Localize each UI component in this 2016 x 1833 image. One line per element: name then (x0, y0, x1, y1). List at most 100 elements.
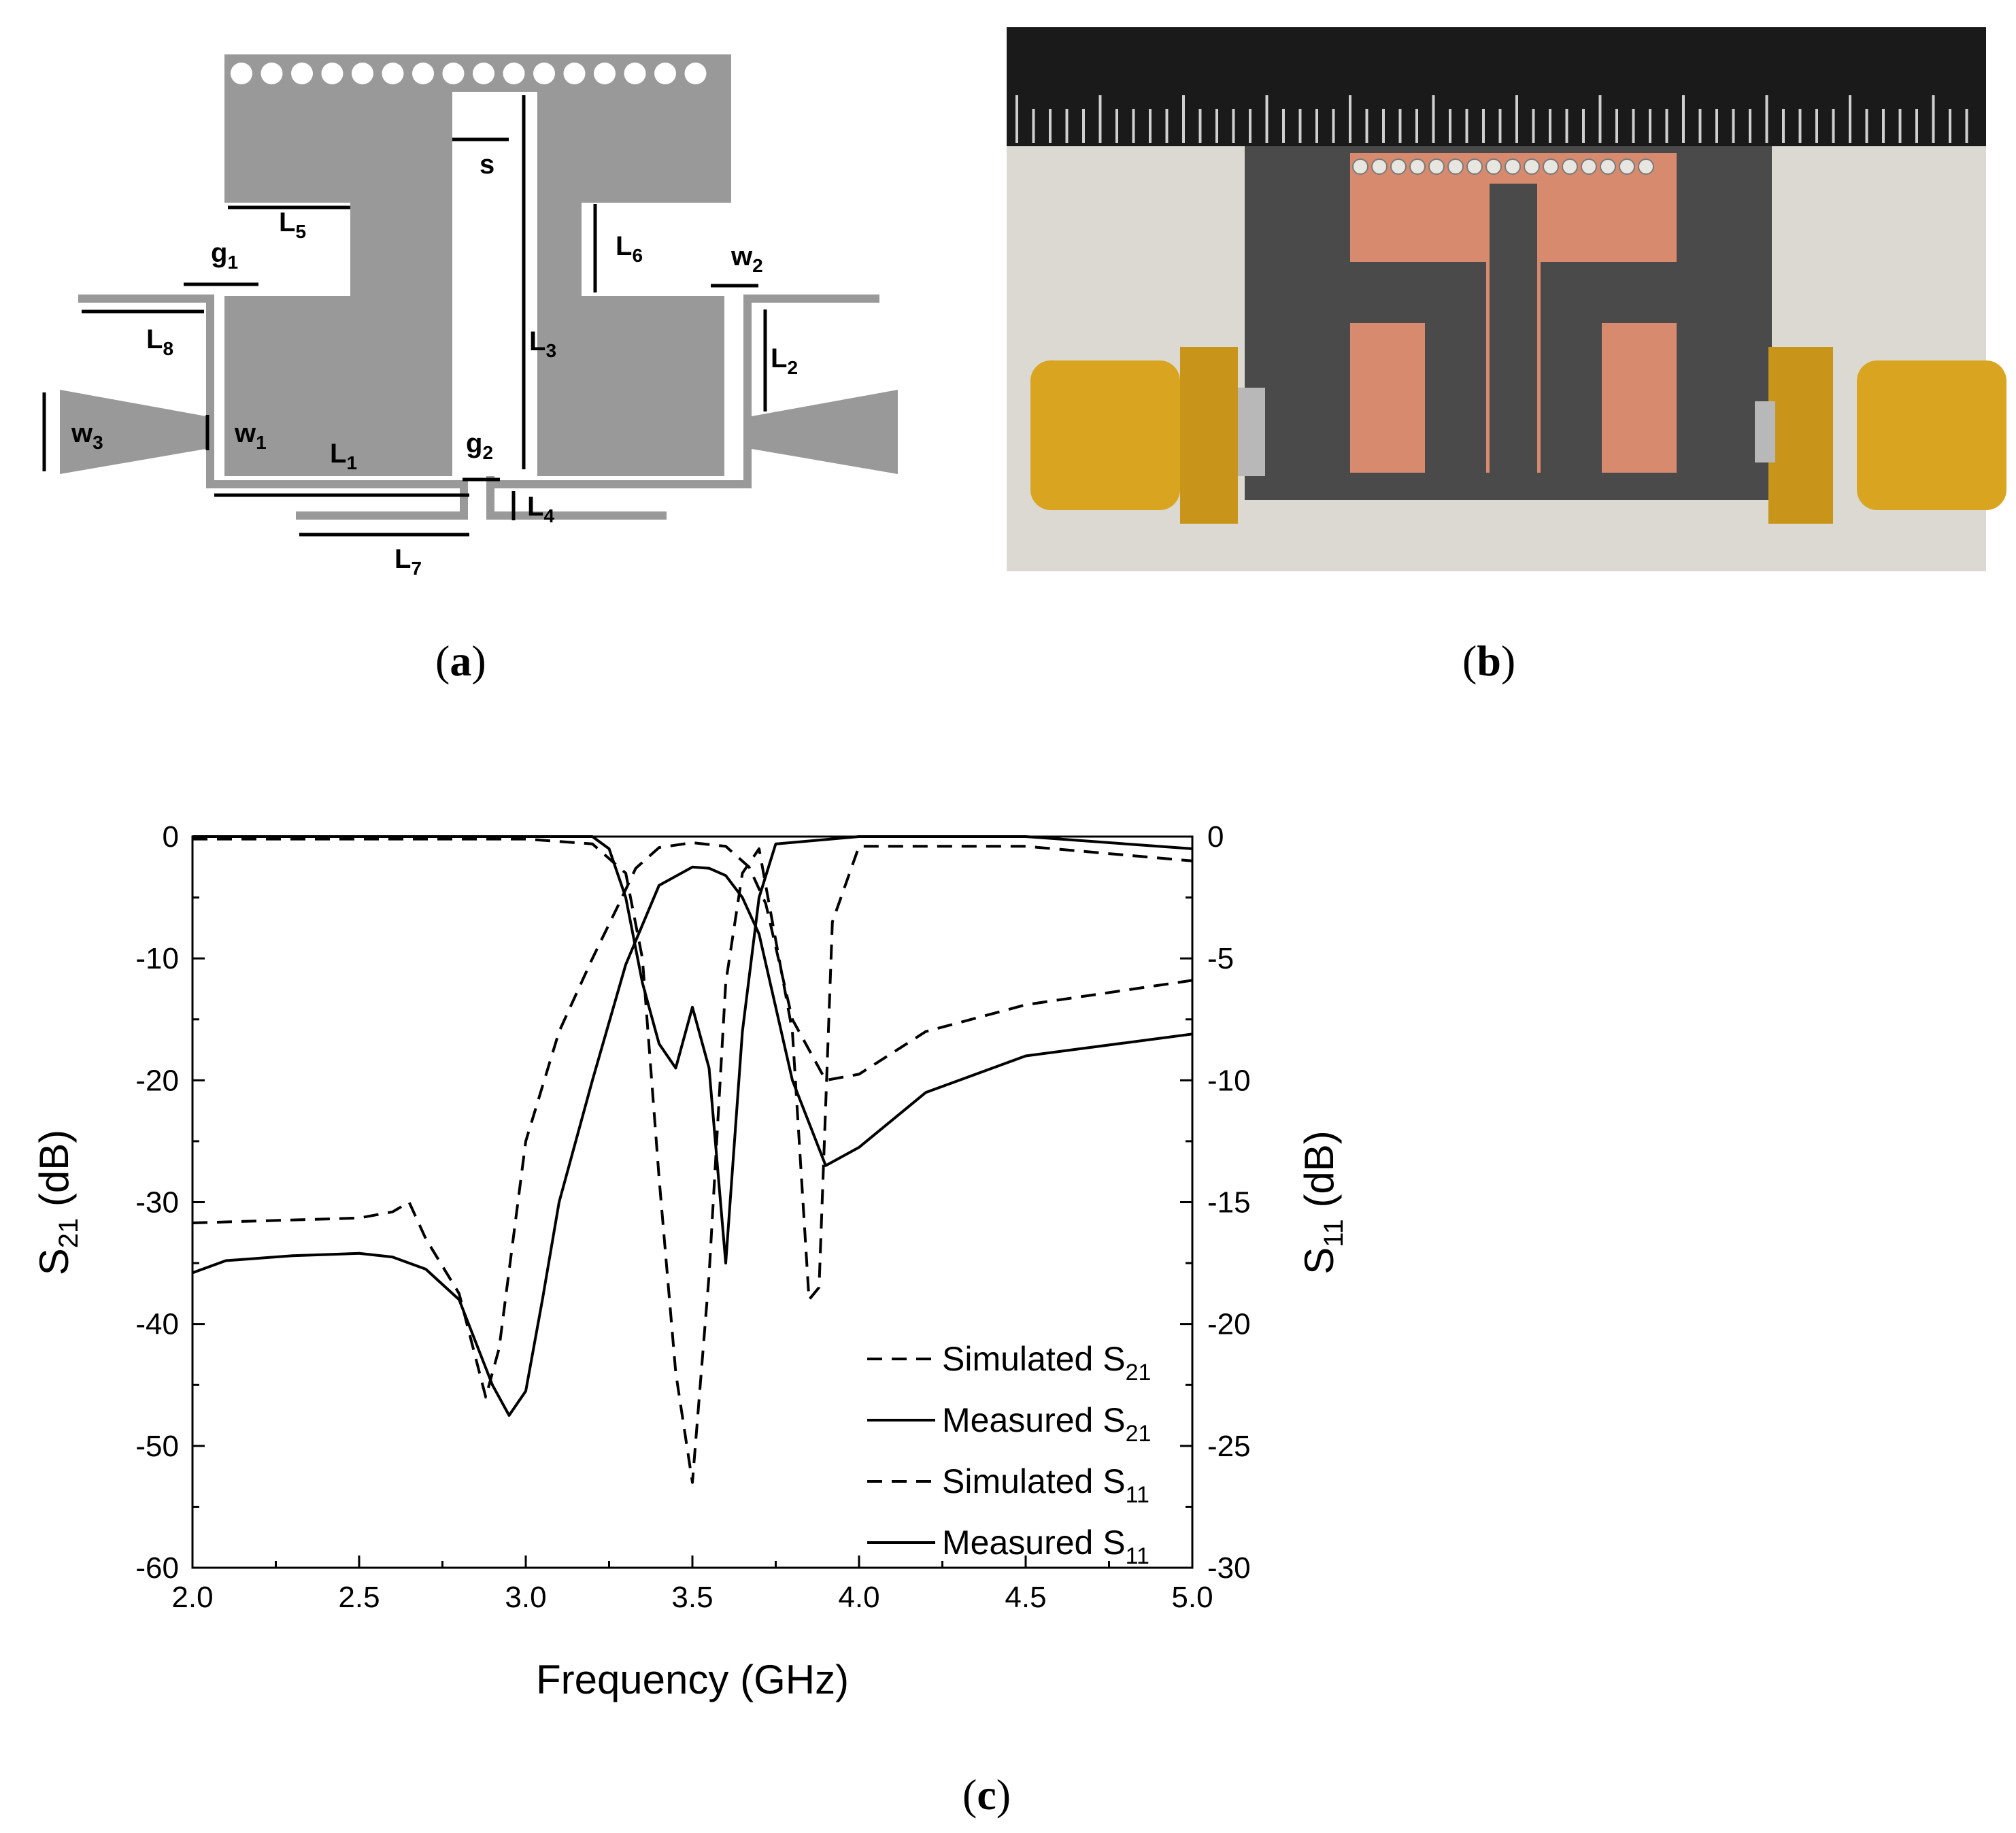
series-lines (192, 835, 1193, 1484)
x-tick-label: 3.0 (505, 1581, 546, 1614)
dim-label-s: s (480, 150, 494, 180)
photo-via (1371, 158, 1388, 175)
y-left-title-rest: (dB) (31, 1130, 77, 1218)
via-hole (503, 63, 525, 84)
y-left-title-main: S (31, 1248, 77, 1275)
legend-entry: Simulated S21 (942, 1340, 1151, 1385)
dim-sub: 4 (543, 505, 554, 526)
y-right-tick-label: -5 (1207, 942, 1234, 975)
dim-main: L (330, 439, 346, 469)
dim-label-l7: L7 (394, 544, 422, 579)
panel-b-label: (b) (1462, 637, 1515, 685)
panel-c-open: ( (962, 1770, 977, 1819)
x-tick-label: 2.0 (171, 1581, 213, 1614)
dim-sub: 1 (227, 252, 238, 273)
dim-sub: 2 (752, 255, 763, 276)
y-left-tick-label: -20 (135, 1064, 179, 1097)
panel-b-letter: b (1477, 637, 1501, 685)
photo-via (1619, 158, 1635, 175)
dim-sub: 6 (632, 245, 643, 266)
sma-connector-left (1030, 347, 1265, 524)
photo-via (1409, 158, 1426, 175)
dim-sub: 2 (787, 357, 798, 378)
dim-main: L (771, 343, 787, 373)
y-right-tick-label: -25 (1207, 1430, 1251, 1463)
dim-label-w1: w1 (234, 418, 267, 453)
dimension-arrows (42, 95, 767, 537)
dim-main: w (71, 418, 93, 448)
dim-main: L (616, 231, 632, 261)
dim-label-l3: L3 (529, 326, 556, 361)
legend-sub: 21 (1126, 1360, 1152, 1385)
photo-via (1447, 158, 1464, 175)
y-right-tick-label: -15 (1207, 1186, 1251, 1220)
via-hole (352, 63, 373, 84)
photo-via (1524, 158, 1540, 175)
y-left-tick-label: -50 (135, 1430, 179, 1463)
via-hole (261, 63, 283, 84)
legend-sub: 11 (1126, 1482, 1149, 1508)
dim-label-w2: w2 (730, 241, 763, 276)
series-measured-s11 (192, 835, 1193, 1265)
x-tick-label: 2.5 (338, 1581, 380, 1614)
y-right-tick-label: -10 (1207, 1064, 1251, 1097)
legend-entry: Simulated S11 (942, 1462, 1149, 1508)
legend-name: Measured S (942, 1524, 1126, 1562)
via-hole (684, 63, 707, 84)
dim-main: g (211, 238, 227, 268)
via-hole (563, 63, 586, 84)
via-hole (321, 63, 343, 84)
feed-lines (60, 295, 898, 520)
y-right-tick-label: -30 (1207, 1551, 1251, 1585)
dim-sub: 5 (295, 221, 306, 242)
photo-via (1352, 158, 1368, 175)
panel-c-label: (c) (962, 1770, 1011, 1819)
dim-label-w3: w3 (71, 418, 103, 453)
photo-via (1466, 158, 1483, 175)
via-row (231, 63, 707, 84)
dim-main: w (234, 418, 256, 448)
photo-via (1428, 158, 1445, 175)
copper-gaps (1350, 184, 1677, 473)
dim-sub: 1 (346, 452, 357, 473)
series-simulated-s21 (192, 841, 1193, 1399)
dim-main: s (480, 150, 494, 180)
photo-via (1390, 158, 1407, 175)
photo-via (1562, 158, 1578, 175)
dim-label-g1: g1 (211, 238, 238, 273)
y-left-tick-label: -60 (135, 1551, 179, 1585)
y-left-tick-label: -10 (135, 942, 179, 975)
dim-label-l1: L1 (330, 439, 357, 473)
legend-sub: 21 (1126, 1421, 1152, 1447)
panel-b-open: ( (1462, 637, 1477, 685)
dim-main: L (527, 492, 543, 522)
panel-b-close: ) (1501, 637, 1515, 685)
y-right-tick-label: -20 (1207, 1308, 1251, 1341)
panel-a-letter: a (450, 637, 471, 685)
y-right-title-rest: (dB) (1296, 1130, 1342, 1219)
panel-a-close: ) (471, 637, 486, 685)
y-right-tick-label: 0 (1207, 820, 1224, 854)
y-left-title-sub: 21 (54, 1218, 84, 1249)
legend-sub: 11 (1126, 1543, 1149, 1569)
plot-frame (191, 835, 1194, 1569)
dim-main: L (146, 324, 163, 354)
y-left-tick-label: 0 (163, 820, 179, 854)
fabricated-filter-photo (1007, 27, 2006, 571)
dim-main: L (279, 207, 295, 237)
sma-connector-right (1755, 347, 2006, 524)
via-hole (382, 63, 404, 84)
legend-name: Simulated S (942, 1462, 1126, 1500)
via-hole (291, 63, 313, 84)
via-hole (473, 63, 494, 84)
photo-via (1505, 158, 1521, 175)
dim-label-l5: L5 (279, 207, 306, 242)
dim-label-l2: L2 (771, 343, 798, 378)
x-tick-label: 5.0 (1171, 1581, 1213, 1614)
panel-a-open: ( (435, 637, 450, 685)
dim-label-l6: L6 (616, 231, 643, 266)
